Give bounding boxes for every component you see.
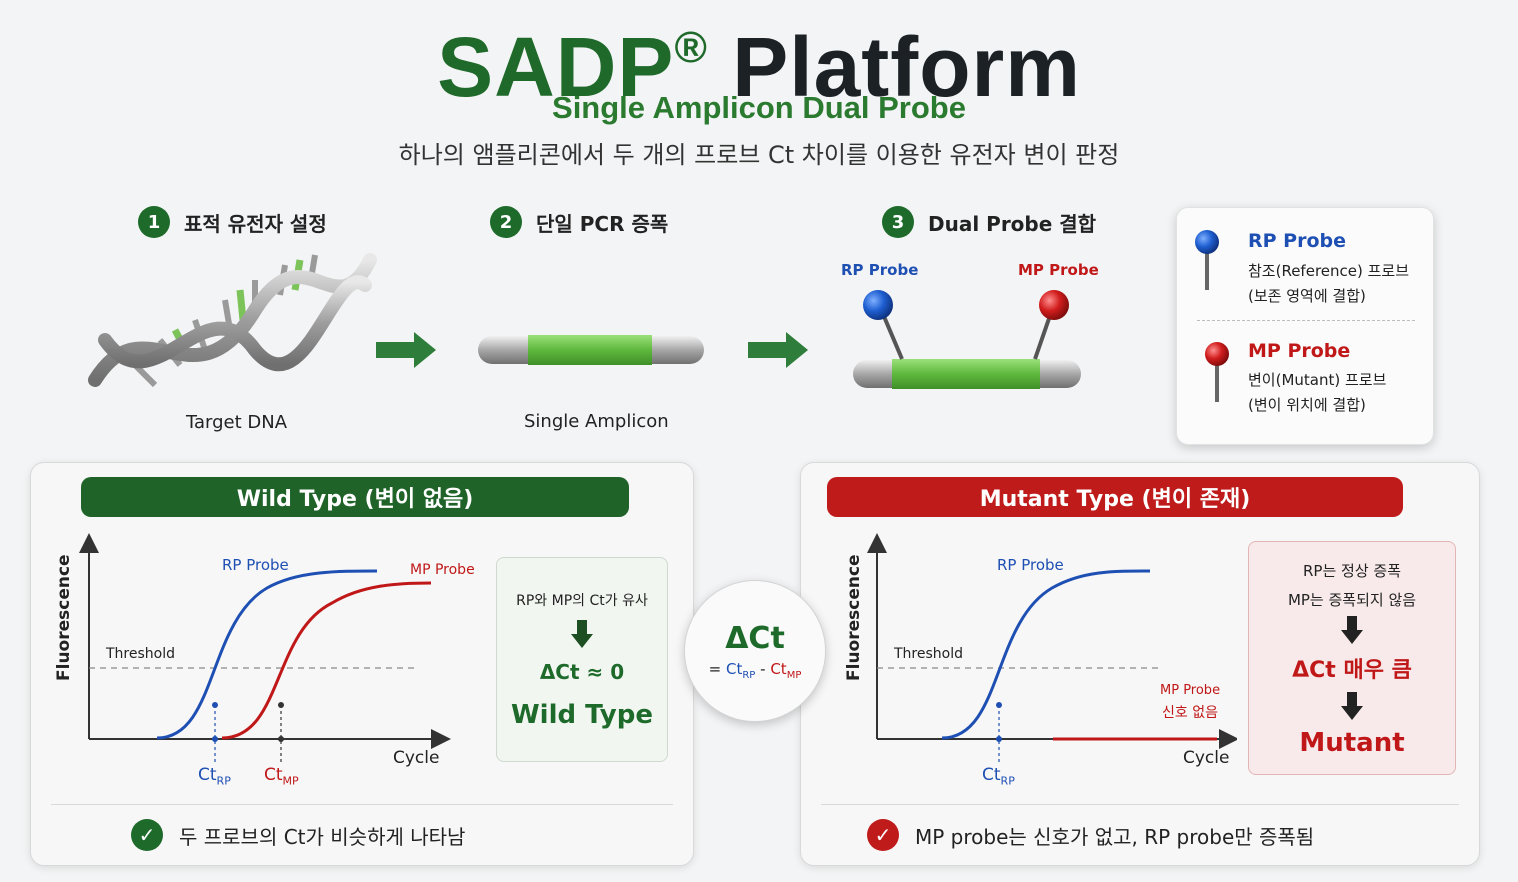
mutant-type-banner: Mutant Type (변이 존재) bbox=[827, 477, 1403, 517]
subtitle: Single Amplicon Dual Probe bbox=[552, 90, 966, 125]
mutant-type-footer: ✓ MP probe는 신호가 없고, RP probe만 증폭됨 bbox=[867, 819, 1314, 851]
step-number: 1 bbox=[138, 206, 170, 238]
delta-ct-equation: = CtRP - CtMP bbox=[708, 660, 802, 681]
wild-type-footer: ✓ 두 프로브의 Ct가 비슷하게 나타남 bbox=[131, 819, 465, 851]
panel-divider bbox=[821, 804, 1459, 805]
title-sadp: SADP bbox=[437, 20, 675, 114]
mutant-result: Mutant bbox=[1299, 728, 1405, 758]
rp-probe-label: RP Probe bbox=[841, 261, 919, 279]
legend-rp-title: RP Probe bbox=[1248, 230, 1347, 252]
legend-divider bbox=[1197, 320, 1415, 321]
right-arrow-icon bbox=[376, 332, 436, 368]
delta-ct-very-large: ΔCt 매우 큼 bbox=[1292, 658, 1412, 683]
rp-curve bbox=[941, 569, 1151, 740]
mutant-type-graph: Fluorescence Threshold RP Probe MP Probe… bbox=[844, 533, 1237, 768]
mutant-result-box: RP는 정상 증폭 MP는 증폭되지 않음 ΔCt 매우 큼 Mutant bbox=[1248, 541, 1456, 775]
rp-curve-label: RP Probe bbox=[222, 556, 289, 574]
result-description: RP와 MP의 Ct가 유사 bbox=[516, 593, 648, 609]
page-title: SADP® Platform bbox=[0, 2, 1518, 113]
result-line2: MP는 증폭되지 않음 bbox=[1287, 591, 1417, 609]
legend-mp-line1: 변이(Mutant) 프로브 bbox=[1248, 371, 1387, 389]
target-dna-caption: Target DNA bbox=[186, 412, 288, 433]
mutant-type-panel: Mutant Type (변이 존재) Fluorescence Thresho… bbox=[800, 462, 1480, 866]
down-arrow-icon bbox=[571, 620, 593, 648]
legend-rp-line1: 참조(Reference) 프로브 bbox=[1248, 262, 1410, 280]
wild-type-panel: Wild Type (변이 없음) Fluorescence Threshold… bbox=[30, 462, 694, 866]
legend-mp-title: MP Probe bbox=[1248, 340, 1351, 362]
ct-rp-axis-point bbox=[996, 736, 1002, 742]
step-label: Dual Probe 결합 bbox=[928, 211, 1097, 236]
ct-mp-label: CtMP bbox=[264, 765, 299, 788]
wild-type-banner: Wild Type (변이 없음) bbox=[81, 477, 629, 517]
wild-type-result-box: RP와 MP의 Ct가 유사 ΔCt ≈ 0 Wild Type bbox=[496, 557, 668, 762]
wild-type-result: Wild Type bbox=[510, 700, 653, 730]
tagline: 하나의 앰플리콘에서 두 개의 프로브 Ct 차이를 이용한 유전자 변이 판정 bbox=[398, 141, 1120, 169]
y-axis-label: Fluorescence bbox=[844, 554, 864, 681]
rp-curve bbox=[156, 569, 378, 740]
single-amplicon-caption: Single Amplicon bbox=[524, 411, 669, 432]
step-number: 3 bbox=[882, 206, 914, 238]
rp-curve-label: RP Probe bbox=[997, 556, 1064, 574]
threshold-label: Threshold bbox=[105, 646, 175, 662]
x-axis-label: Cycle bbox=[393, 748, 439, 768]
ct-rp-label: CtRP bbox=[982, 765, 1015, 788]
legend-rp-line2: (보존 영역에 결합) bbox=[1248, 287, 1366, 305]
panel-divider bbox=[51, 804, 673, 805]
delta-ct-badge: ΔCt = CtRP - CtMP bbox=[684, 580, 826, 722]
title-platform: Platform bbox=[732, 20, 1081, 114]
mp-probe-label: MP Probe bbox=[1018, 261, 1099, 279]
amplicon-icon bbox=[478, 335, 704, 365]
wild-type-graph: Fluorescence Threshold RP Probe MP Probe… bbox=[54, 533, 475, 768]
footer-text: 두 프로브의 Ct가 비슷하게 나타남 bbox=[179, 824, 466, 849]
check-circle-icon: ✓ bbox=[867, 819, 899, 851]
ct-mp-axis-point bbox=[278, 736, 284, 742]
step-3: 3 Dual Probe 결합 bbox=[882, 206, 1096, 238]
mp-curve bbox=[221, 581, 432, 740]
y-axis-label: Fluorescence bbox=[54, 554, 74, 681]
step-1: 1 표적 유전자 설정 bbox=[138, 206, 327, 238]
step-number: 2 bbox=[490, 206, 522, 238]
ct-rp-label: CtRP bbox=[198, 765, 231, 788]
mp-curve-label: MP Probe bbox=[1160, 683, 1220, 698]
registered-mark: ® bbox=[674, 23, 708, 72]
dual-probe-binding-icon bbox=[853, 290, 1081, 389]
delta-ct-title: ΔCt bbox=[725, 621, 785, 656]
legend-mp-line2: (변이 위치에 결합) bbox=[1248, 396, 1366, 414]
x-axis-label: Cycle bbox=[1183, 748, 1229, 768]
probe-legend: RP Probe 참조(Reference) 프로브 (보존 영역에 결합) M… bbox=[1176, 207, 1434, 445]
dna-helix-icon bbox=[88, 253, 377, 388]
step-2: 2 단일 PCR 증폭 bbox=[490, 206, 668, 238]
ct-rp-point bbox=[212, 702, 218, 708]
delta-ct-approx-zero: ΔCt ≈ 0 bbox=[539, 660, 625, 684]
mp-curve-label: MP Probe bbox=[410, 562, 475, 578]
result-line1: RP는 정상 증폭 bbox=[1302, 562, 1401, 580]
step-label: 표적 유전자 설정 bbox=[184, 211, 327, 236]
footer-text: MP probe는 신호가 없고, RP probe만 증폭됨 bbox=[915, 824, 1315, 849]
mp-no-signal-label: 신호 없음 bbox=[1162, 705, 1218, 721]
step-label: 단일 PCR 증폭 bbox=[536, 211, 669, 236]
ct-rp-axis-point bbox=[212, 736, 218, 742]
check-circle-icon: ✓ bbox=[131, 819, 163, 851]
down-arrow-icon bbox=[1341, 616, 1363, 644]
ct-mp-point bbox=[278, 702, 284, 708]
blue-pin-icon bbox=[1195, 230, 1219, 290]
down-arrow-icon bbox=[1341, 692, 1363, 720]
threshold-label: Threshold bbox=[893, 646, 963, 662]
red-pin-icon bbox=[1205, 342, 1229, 402]
ct-rp-point bbox=[996, 702, 1002, 708]
right-arrow-icon bbox=[748, 332, 808, 368]
